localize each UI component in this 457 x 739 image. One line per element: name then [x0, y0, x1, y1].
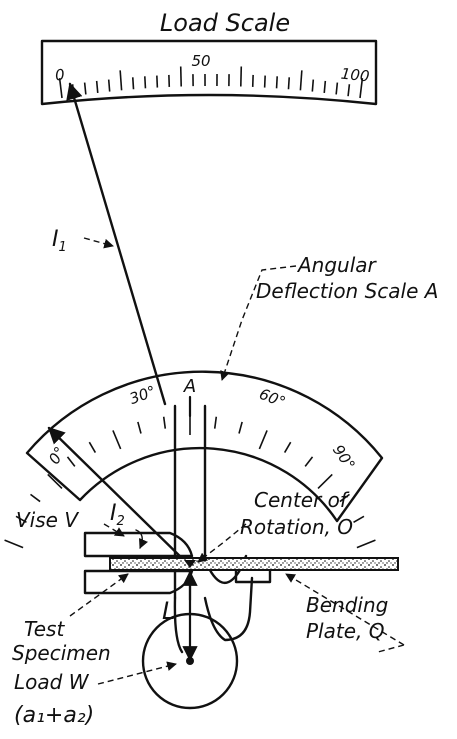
test-label-line1: Test: [24, 617, 65, 641]
vise-upper-jaw: [83, 531, 194, 558]
bending-leader: [286, 574, 405, 653]
angular-scale-tick: [15, 515, 27, 523]
test-leader: [69, 573, 129, 617]
angular-scale-tick: [317, 473, 333, 490]
vise-pivot-dot: [184, 560, 196, 568]
angular-scale-tick: [353, 515, 365, 523]
angular-scale-tick: [66, 456, 76, 467]
load-scale-label-0: 0: [54, 66, 65, 85]
load-scale-tick: [347, 84, 351, 97]
load-scale-tick: [156, 75, 159, 88]
load-scale-tick: [311, 79, 315, 92]
angular-scale-label-90: 90°: [329, 441, 359, 473]
load-weight-center: [186, 657, 194, 665]
bending-label-line2: Plate, Q: [306, 619, 384, 643]
angular-scale-tick: [283, 441, 292, 453]
load-scale-title: Load Scale: [160, 9, 290, 37]
center-leader: [197, 523, 247, 563]
load-scale-label-50: 50: [191, 52, 210, 70]
indicator-i1-needle: [66, 82, 167, 406]
load-scale-tick: [131, 77, 135, 90]
indicator-i1-leader: [83, 237, 114, 249]
test-label-line2: Specimen: [12, 641, 111, 665]
indicator-i2-label: I2: [110, 501, 125, 529]
load-scale-ticks: [58, 66, 364, 99]
angular-scale-label-0: 0°: [45, 443, 69, 467]
angular-scale-tick: [258, 430, 268, 450]
angular-scale-leader: [220, 265, 297, 381]
bending-label-line1: Bending: [306, 593, 388, 617]
load-scale-tick: [275, 76, 278, 89]
load-weight: [141, 612, 239, 710]
angular-scale-frame: [25, 370, 384, 523]
angular-scale-tick: [112, 430, 122, 450]
load-scale-tick: [144, 76, 147, 89]
load-scale-frame: [40, 39, 378, 106]
load-scale-tick: [95, 80, 99, 94]
angular-scale-tick: [339, 493, 350, 503]
center-label-line1: Center of: [254, 488, 350, 512]
angular-scale-label-line2: Deflection Scale A: [256, 279, 438, 303]
angular-scale-tick: [47, 473, 63, 490]
load-scale-tick: [323, 80, 327, 94]
test-specimen: [109, 557, 399, 571]
bending-plate-q: [234, 564, 272, 584]
angular-scale-tick: [137, 421, 142, 434]
angular-scale-label-30: 30°: [127, 382, 158, 408]
load-scale-tick: [107, 79, 111, 92]
angular-scale-ticks: [4, 415, 376, 549]
load-expression: (a₁+a₂): [14, 703, 94, 728]
load-scale-label-100: 100: [340, 65, 370, 86]
load-scale-tick: [335, 82, 339, 95]
angular-scale-tick: [304, 456, 314, 467]
load-scale-tick: [58, 78, 63, 99]
angular-scale-label-60: 60°: [257, 385, 288, 412]
angular-scale-tick: [356, 539, 376, 549]
angular-scale-tick: [213, 416, 218, 429]
angular-scale-tick: [4, 539, 24, 549]
angular-scale-tick: [162, 416, 167, 429]
indicator-i2-curl: [135, 529, 148, 549]
load-scale-tick: [359, 78, 364, 99]
indicator-i2-needle: [47, 426, 192, 568]
load-scale-tick: [299, 70, 303, 91]
load-scale-tick: [263, 75, 266, 88]
load-scale-tick: [83, 82, 87, 95]
load-w-leader: [97, 661, 177, 685]
vise-label: Vise V: [16, 508, 79, 532]
angular-scale-tick: [88, 441, 97, 453]
angular-scale-tick: [238, 421, 243, 434]
center-label-line2: Rotation, O: [240, 515, 353, 539]
vise-leader: [103, 523, 125, 537]
angular-scale-mark-a: A: [183, 376, 196, 397]
load-w-label: Load W: [14, 670, 90, 694]
load-scale-tick: [287, 77, 291, 90]
angular-scale-tick: [30, 493, 41, 503]
load-scale-tick: [119, 70, 123, 91]
angular-scale-label-line1: Angular: [296, 253, 378, 277]
indicator-i1-label: I1: [52, 227, 67, 255]
